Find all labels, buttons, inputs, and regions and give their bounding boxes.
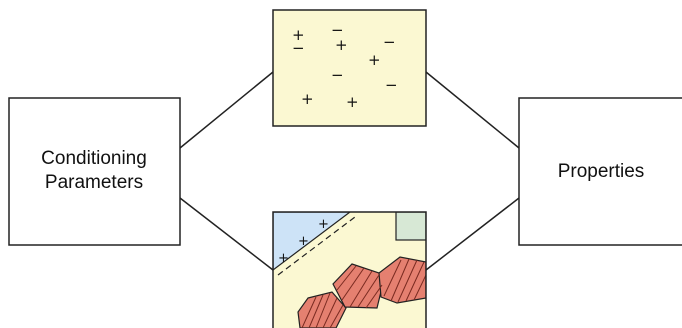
connector-left-top [179,71,274,149]
ion-sign: − [331,66,344,84]
properties-label: Properties [558,161,645,182]
ion-sign: + [368,51,381,69]
ion-sign: + [301,90,314,108]
conditioning-label: Conditioning [41,148,147,169]
connector-bottom-right [425,197,520,271]
ion-sign: − [383,33,396,51]
grain [297,291,347,328]
connector-top-right [425,71,520,149]
hatched-grains [297,256,426,328]
ion-sign: − [292,39,305,57]
interface-sign: + [298,234,309,249]
ion-sign: + [292,26,305,44]
ion-sign: − [331,21,344,39]
interface-sign: + [318,217,329,232]
properties-box: Properties [518,97,682,246]
liquid-region [273,212,351,271]
ion-sign: + [335,36,348,54]
double-layer-line [277,216,356,276]
interface-grains-panel: + + + [272,211,427,328]
parameters-label: Parameters [45,172,143,193]
grain-hatching [301,258,426,328]
connector-left-bottom [179,197,274,271]
ion-sign: + [346,93,359,111]
ion-solution-panel: + − − + − + − − + + [272,9,427,127]
grain [378,256,426,304]
ion-sign: − [385,76,398,94]
conditioning-parameters-box: Conditioning Parameters [8,97,181,246]
corner-square [395,212,426,241]
interface-sign: + [278,251,289,266]
